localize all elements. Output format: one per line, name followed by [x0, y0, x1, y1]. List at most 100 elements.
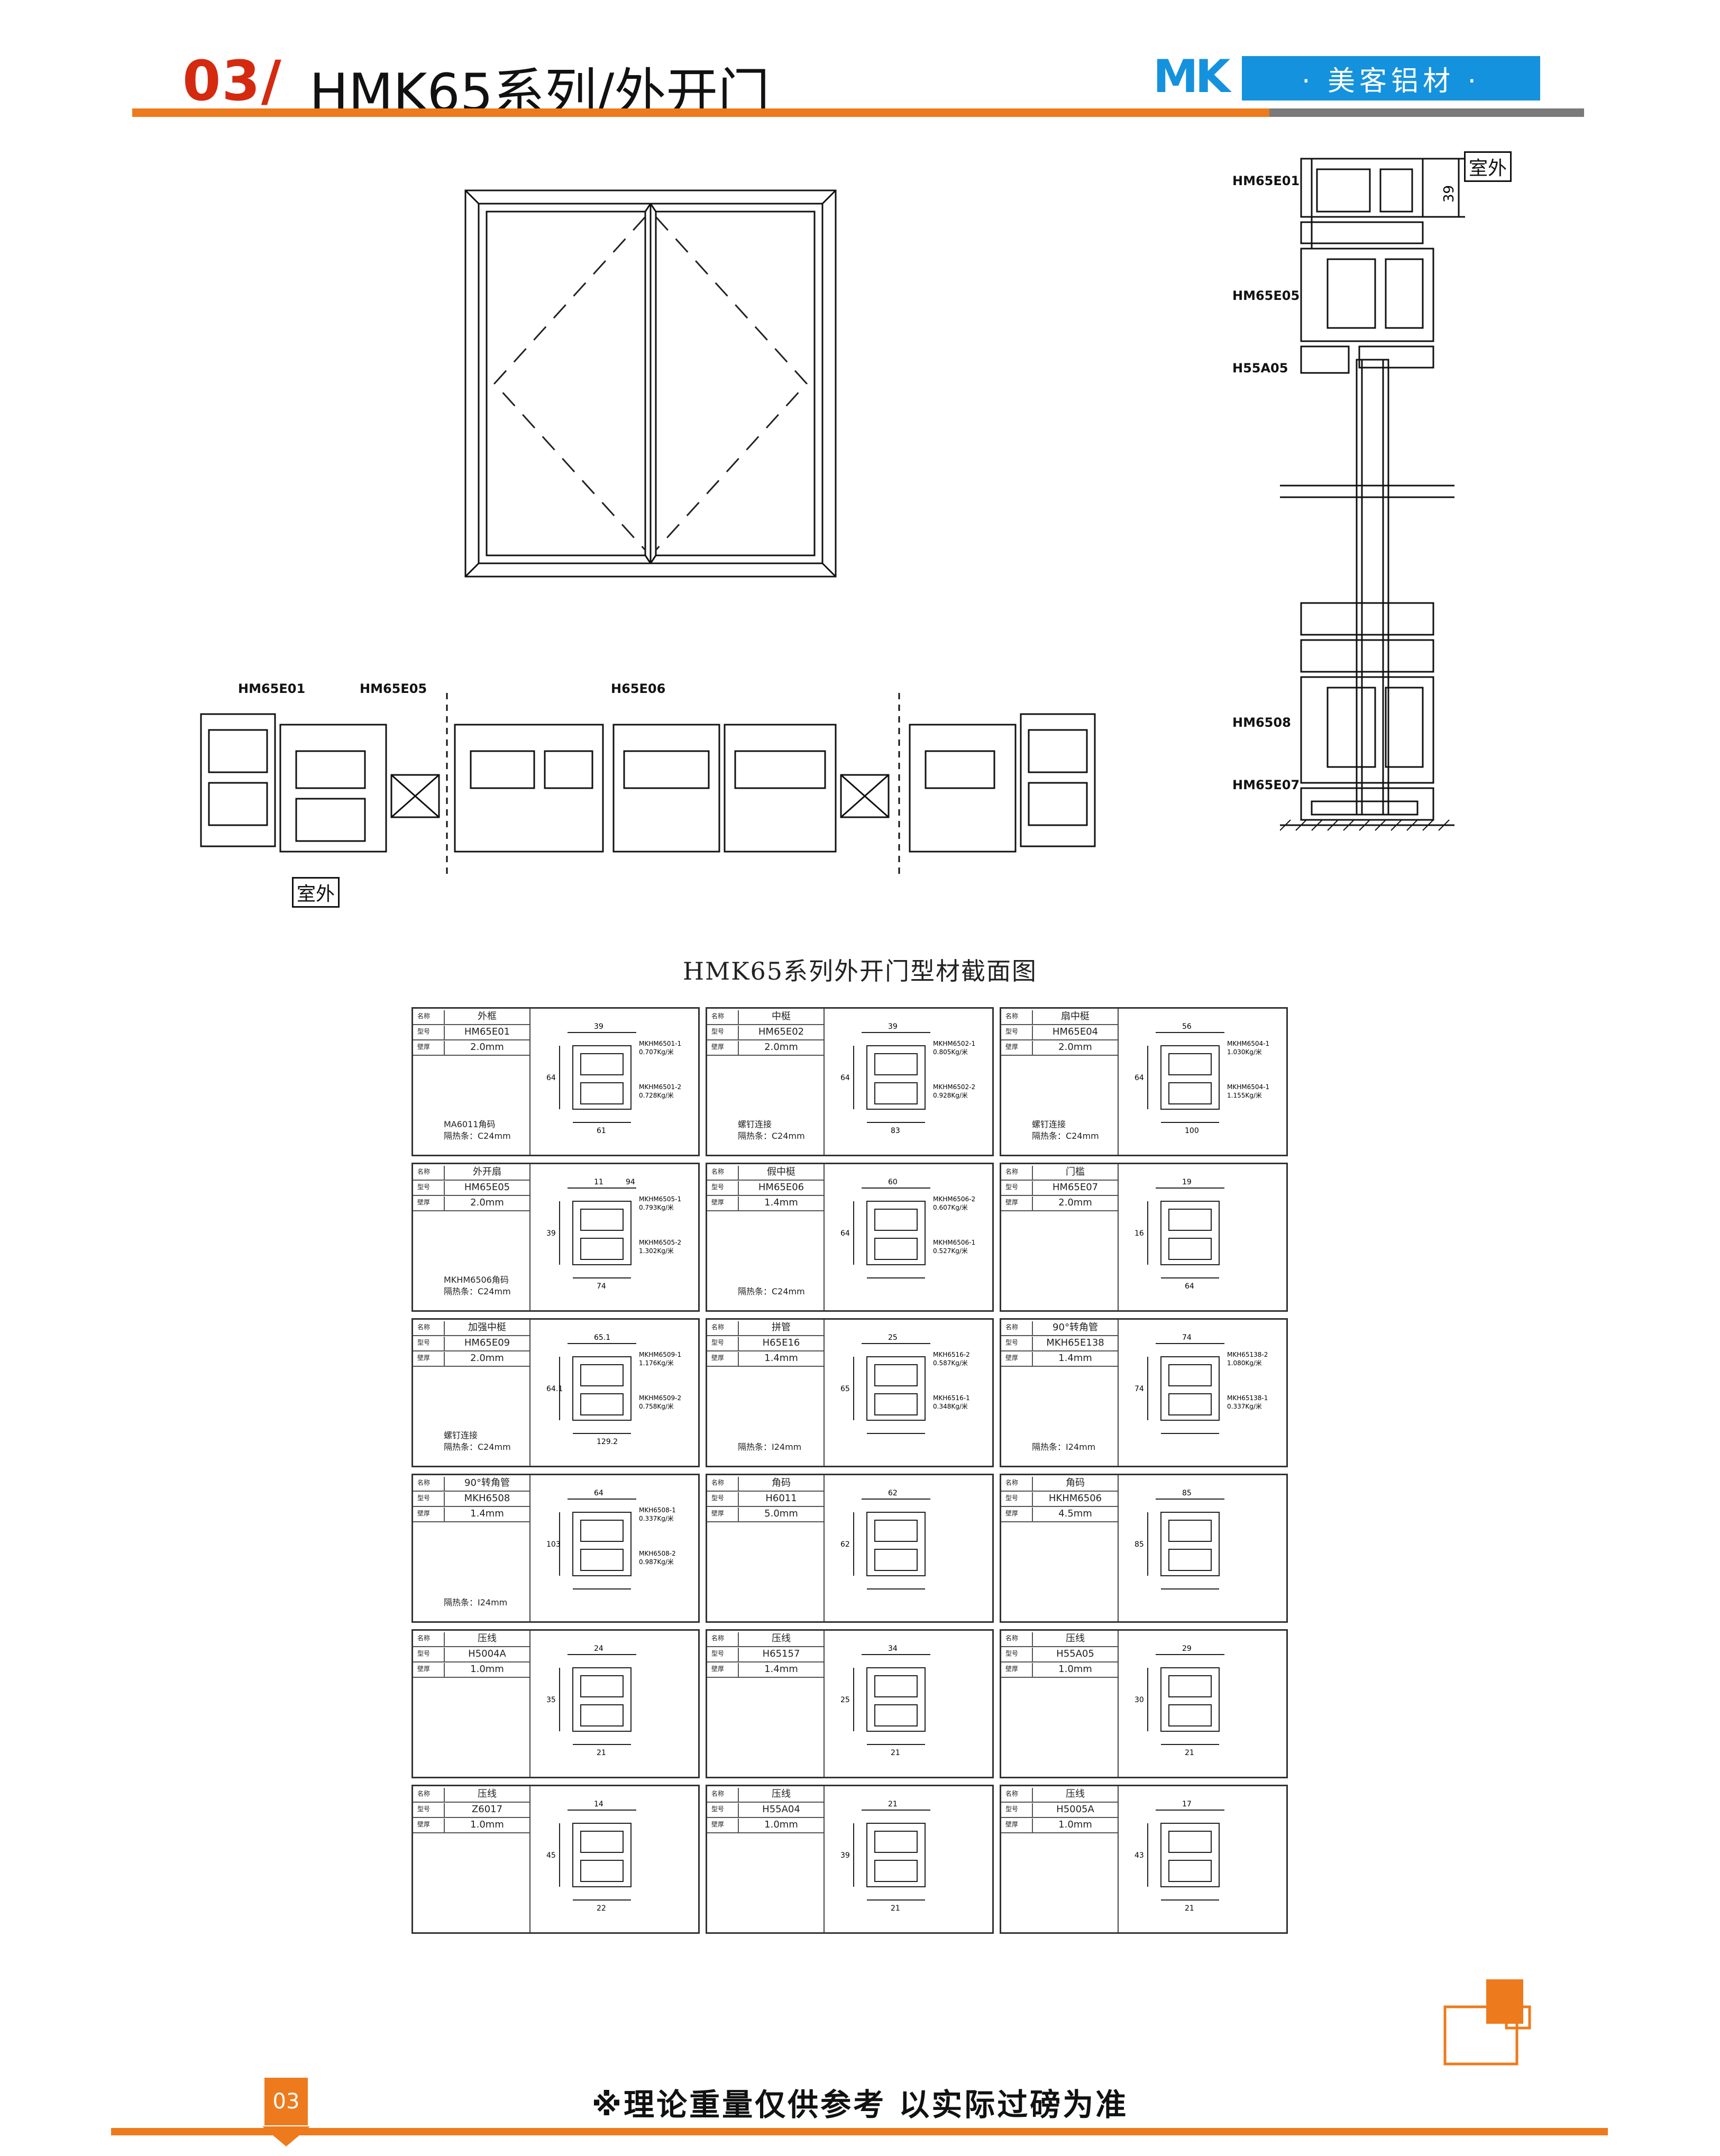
- dimension-label: 56: [1182, 1022, 1192, 1031]
- row-value: 扇中梃: [1032, 1010, 1118, 1024]
- weight-label: MKHM6502-2: [933, 1083, 975, 1091]
- note-line: [738, 1597, 740, 1609]
- row-key: 壁厚: [711, 1354, 725, 1362]
- row-value: HM65E09: [444, 1337, 529, 1350]
- note-line: 隔热条：C24mm: [444, 1442, 511, 1452]
- row-key: 名称: [417, 1323, 431, 1331]
- dimension-label: 61: [597, 1127, 606, 1135]
- label-hm65e05-side: HM65E05: [1232, 288, 1300, 303]
- weight-label: MKH65138-1: [1227, 1394, 1268, 1402]
- profile-sketch: 5664100MKHM6504-11.030Kg/米MKHM6504-11.15…: [1135, 1022, 1269, 1135]
- row-value: 4.5mm: [1032, 1508, 1118, 1521]
- profile-sketch: 65.164.1129.2MKHM6509-11.176Kg/米MKHM6509…: [546, 1333, 681, 1446]
- note-line: MKHM6506角码: [444, 1275, 509, 1285]
- profile-note: 螺钉连接隔热条：C24mm: [444, 1430, 511, 1453]
- row-value: 门槛: [1032, 1166, 1118, 1180]
- dimension-label: 21: [891, 1904, 900, 1913]
- row-value: 1.0mm: [1032, 1819, 1118, 1832]
- row-value: HM65E06: [738, 1181, 824, 1195]
- footer-pointer: [262, 2126, 310, 2146]
- dimension-label: 62: [840, 1540, 850, 1549]
- dimension-label: 16: [1135, 1229, 1144, 1238]
- row-key: 壁厚: [711, 1199, 725, 1206]
- label-h55a05-side: H55A05: [1232, 361, 1288, 376]
- dimension-label: 35: [546, 1696, 556, 1704]
- note-line: [1032, 1741, 1035, 1752]
- row-key: 壁厚: [417, 1354, 431, 1362]
- row-value: 压线: [1032, 1632, 1118, 1646]
- weight-label: 0.337Kg/米: [639, 1515, 674, 1522]
- profile-row: 名称压线: [707, 1786, 824, 1803]
- note-line: 螺钉连接: [1032, 1119, 1066, 1129]
- dimension-label: 64: [1135, 1074, 1144, 1082]
- profile-note: [738, 1585, 740, 1609]
- corner-decoration: [1443, 1979, 1531, 2066]
- footer-rule: [111, 2128, 1608, 2135]
- weight-label: MKHM6504-1: [1227, 1083, 1269, 1091]
- weight-label: MKHM6509-1: [639, 1351, 681, 1358]
- note-line: [1032, 1274, 1035, 1286]
- row-key: 名称: [1005, 1323, 1019, 1331]
- profile-row: 名称外开扇: [413, 1164, 529, 1181]
- row-key: 名称: [711, 1012, 725, 1020]
- row-key: 名称: [711, 1634, 725, 1642]
- row-value: 压线: [738, 1788, 824, 1802]
- row-key: 名称: [417, 1168, 431, 1175]
- row-value: 外框: [444, 1010, 529, 1024]
- row-value: 90°转角管: [1032, 1321, 1118, 1335]
- dimension-label: 100: [1185, 1127, 1199, 1135]
- dimension-label: 21: [1185, 1904, 1194, 1913]
- brand-logo: MK: [1153, 55, 1236, 97]
- dimension-label: 39: [888, 1022, 898, 1031]
- dimension-label: 30: [1135, 1696, 1144, 1704]
- note-line: [738, 1430, 801, 1441]
- note-line: [738, 1274, 805, 1286]
- row-value: H55A05: [1032, 1648, 1118, 1661]
- row-value: HM65E05: [444, 1181, 529, 1195]
- row-value: MKH65E138: [1032, 1337, 1118, 1350]
- row-key: 名称: [1005, 1634, 1019, 1642]
- row-value: 1.0mm: [444, 1663, 529, 1677]
- dimension-label: 64: [840, 1229, 850, 1238]
- note-line: MA6011角码: [444, 1119, 496, 1129]
- row-key: 名称: [711, 1479, 725, 1486]
- row-value: 90°转角管: [444, 1477, 529, 1491]
- note-line: 隔热条：I24mm: [444, 1597, 508, 1607]
- dimension-label: 25: [840, 1696, 850, 1704]
- row-value: 1.4mm: [738, 1196, 824, 1210]
- note-line: 螺钉连接: [738, 1119, 772, 1129]
- dimension-label: 21: [891, 1749, 900, 1757]
- horizontal-section-drawing: [200, 693, 1096, 878]
- label-hm65e01-plan: HM65E01: [238, 681, 306, 696]
- row-value: 压线: [1032, 1788, 1118, 1802]
- row-value: MKH6508: [444, 1492, 529, 1506]
- row-value: HM65E04: [1032, 1026, 1118, 1039]
- weight-label: MKHM6506-2: [933, 1195, 975, 1203]
- row-value: 2.0mm: [444, 1196, 529, 1210]
- note-line: 隔热条：C24mm: [738, 1131, 805, 1141]
- brand-badge: · 美客铝材 ·: [1242, 56, 1540, 101]
- weight-label: MKHM6506-1: [933, 1239, 975, 1246]
